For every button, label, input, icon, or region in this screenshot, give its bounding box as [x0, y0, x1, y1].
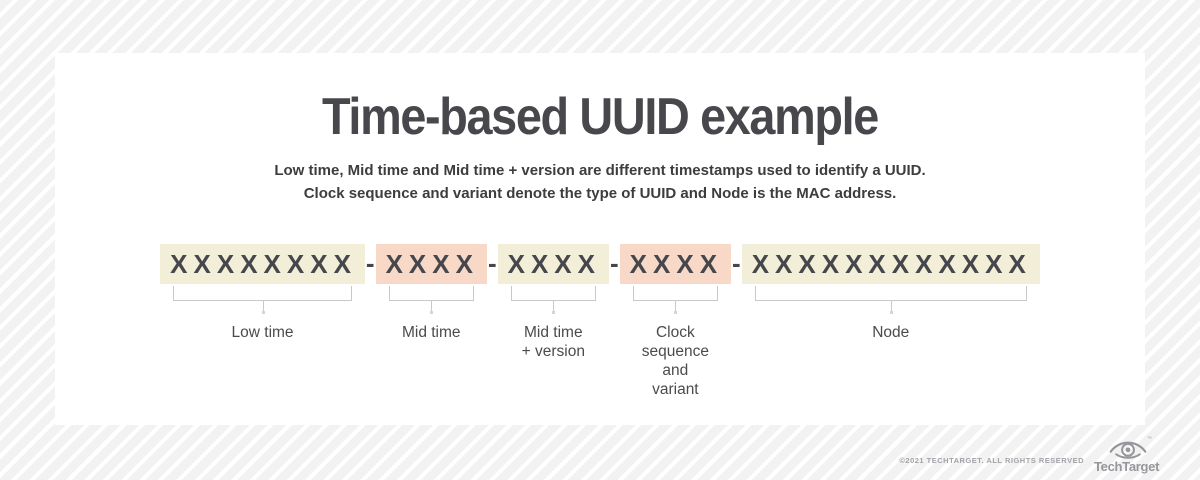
uuid-segment-mid-time-version: XXXX Mid time + version — [497, 243, 609, 361]
bracket-node — [754, 285, 1027, 314]
uuid-separator: - — [732, 247, 741, 278]
bracket-stem — [674, 299, 678, 314]
copyright-text: ©2021 TECHTARGET. ALL RIGHTS RESERVED — [899, 456, 1084, 465]
uuid-diagram: XXXXXXXX Low time - XXXX Mid time - XXXX… — [55, 243, 1145, 399]
brand-wordmark: TechTarget — [1094, 459, 1160, 474]
label-mid-time: Mid time — [401, 323, 461, 341]
uuid-segment-node: XXXXXXXXXXXX Node — [741, 243, 1040, 342]
label-node: Node — [872, 323, 910, 341]
label-low-time: Low time — [231, 323, 294, 341]
label-clock-sequence: Clock sequence and variant — [641, 323, 709, 398]
bracket-mid-time — [388, 285, 474, 314]
bracket-mid-time-version — [510, 285, 596, 314]
uuid-box-mid-time: XXXX — [375, 243, 487, 284]
page-title: Time-based UUID example — [322, 88, 879, 146]
uuid-segment-low-time: XXXXXXXX Low time — [160, 243, 365, 342]
bracket-stem — [889, 299, 893, 314]
techtarget-logo: ™ TechTarget — [1094, 436, 1159, 474]
uuid-box-mid-time-version: XXXX — [497, 243, 609, 284]
infographic-card: Time-based UUID example Low time, Mid ti… — [55, 53, 1145, 425]
subtitle-line-1: Low time, Mid time and Mid time + versio… — [274, 162, 926, 179]
uuid-segment-mid-time: XXXX Mid time — [375, 243, 487, 342]
bracket-stem — [261, 299, 265, 314]
uuid-segment-clock-sequence: XXXX Clock sequence and variant — [619, 243, 732, 399]
eye-icon — [1109, 441, 1147, 459]
label-mid-time-version: Mid time + version — [521, 323, 585, 360]
uuid-separator: - — [487, 247, 497, 278]
uuid-separator: - — [365, 247, 375, 278]
bracket-clock-sequence — [632, 285, 719, 314]
uuid-box-clock-sequence: XXXX — [619, 243, 732, 284]
bracket-stem — [430, 299, 434, 314]
subtitle-line-2: Clock sequence and variant denote the ty… — [303, 185, 897, 203]
bracket-low-time — [173, 285, 352, 314]
subtitle: Low time, Mid time and Mid time + versio… — [55, 159, 1145, 206]
uuid-box-node: XXXXXXXXXXXX — [741, 243, 1040, 284]
trademark-symbol: ™ — [1147, 436, 1152, 442]
footer: ©2021 TECHTARGET. ALL RIGHTS RESERVED ™ … — [899, 436, 1159, 474]
bracket-stem — [552, 299, 556, 314]
uuid-separator: - — [610, 247, 619, 278]
uuid-box-low-time: XXXXXXXX — [160, 243, 365, 284]
